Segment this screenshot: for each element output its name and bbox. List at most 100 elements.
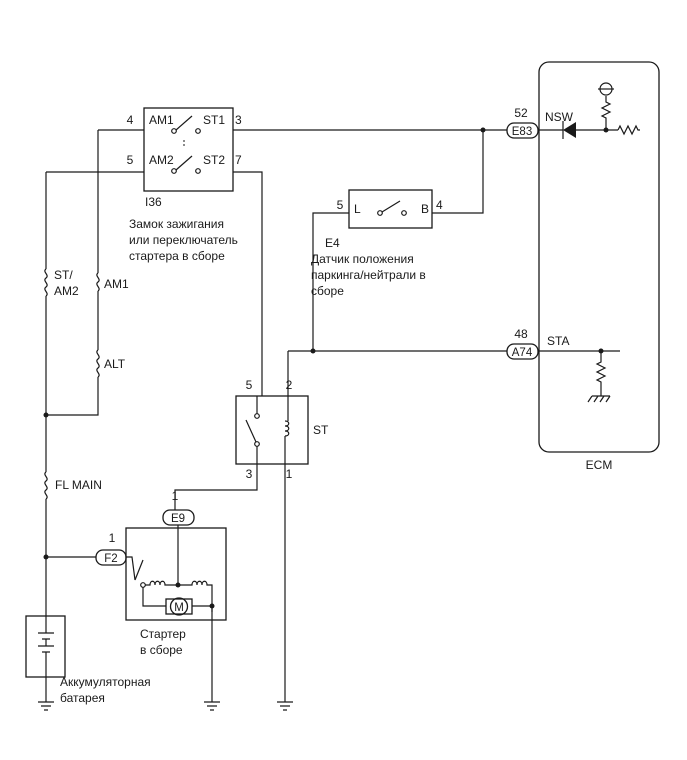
ign-label-st2: ST2 [203, 153, 225, 167]
st-contact [254, 413, 260, 419]
ground-icon [38, 677, 54, 711]
fuses: ST/ AM2 AM1 ALT FL MAIN [44, 268, 129, 500]
fuse-alt-label: ALT [104, 357, 126, 371]
ign-label-am2: AM2 [149, 153, 174, 167]
pn-contact [377, 210, 383, 216]
ecm-unit: ECM 52 E83 NSW 48 A74 STA [506, 61, 660, 472]
ignition-switch-box [143, 107, 234, 192]
junction [43, 554, 49, 560]
ign-pin-3: 3 [235, 113, 242, 127]
fuse-am1-label: AM1 [104, 277, 129, 291]
ign-pin-4: 4 [127, 113, 134, 127]
battery-icon [38, 616, 54, 677]
st-contact [254, 441, 260, 447]
pn-desc-3: сборе [311, 284, 344, 298]
battery: Аккумуляторная батарея [25, 615, 151, 705]
st-relay: 5 2 3 1 ST [235, 378, 329, 481]
ign-switch-blade [175, 115, 193, 131]
wires [38, 127, 507, 711]
fuse-fl-main-label: FL MAIN [55, 478, 102, 492]
fuse-am1-icon [96, 272, 100, 292]
ign-desc-1: Замок зажигания [129, 217, 224, 231]
wire-st2 [233, 171, 263, 396]
diode-icon [563, 122, 576, 138]
fuse-fl-main-icon [44, 471, 48, 500]
ign-desc-3: стартера в сборе [129, 249, 225, 263]
starter-contact [140, 582, 146, 588]
ign-contact [171, 128, 177, 134]
ign-pin-5: 5 [127, 153, 134, 167]
wire-pn-b [432, 130, 484, 214]
st-pin-3: 3 [246, 467, 253, 481]
junction [310, 348, 316, 354]
wire-am1-branch [46, 130, 99, 416]
starter-assembly: 1 E9 1 F2 M Стартер в сборе [95, 489, 227, 657]
pn-desc-1: Датчик положения [311, 252, 414, 266]
ecm-sta-label: STA [547, 334, 569, 348]
st-coil-icon [284, 420, 290, 437]
pn-label-l: L [354, 202, 361, 216]
wire-f2-internal [126, 556, 136, 581]
series-resistor-icon [617, 124, 640, 136]
ecm-sta-pin: 48 [514, 327, 528, 341]
ign-contact [171, 168, 177, 174]
st-pin-1: 1 [286, 467, 293, 481]
battery-desc-1: Аккумуляторная [60, 675, 151, 689]
starter-switch-blade [134, 559, 144, 581]
starter-desc-2: в сборе [140, 643, 183, 657]
wire-relay-3-e9 [174, 446, 258, 510]
connector-e83-label: E83 [512, 126, 532, 138]
ground-icon [204, 606, 220, 711]
ecm-label: ECM [586, 458, 613, 472]
junction [43, 412, 49, 418]
ign-pin-7: 7 [235, 153, 242, 167]
wire-pn-l [312, 212, 349, 351]
ign-label-am1: AM1 [149, 113, 174, 127]
fuse-st-am2-label-1: ST/ [54, 268, 73, 282]
st-relay-box [235, 395, 309, 465]
ecm-nsw-label: NSW [545, 110, 574, 124]
st-pin-2: 2 [286, 378, 293, 392]
st-relay-label: ST [313, 423, 329, 437]
pullup-resistor-icon [600, 96, 612, 130]
motor-wire-left [142, 587, 166, 607]
starter-desc-1: Стартер [140, 627, 186, 641]
park-neutral-switch: 5 L B 4 E4 Датчик положения паркинга/ней… [311, 189, 443, 298]
pn-label-b: B [421, 202, 429, 216]
ground-icon [277, 700, 293, 711]
pn-pin-4: 4 [436, 198, 443, 212]
pulldown-resistor-icon [595, 351, 607, 396]
ecm-ground-icon [587, 395, 611, 403]
pn-desc-2: паркинга/нейтрали в [311, 268, 426, 282]
pn-switch-blade [381, 200, 401, 213]
connector-e9-label: E9 [171, 513, 185, 525]
pn-contact [401, 210, 407, 216]
hold-in-coil-icon [178, 580, 213, 612]
connector-f2-label: F2 [104, 553, 117, 565]
pn-id: E4 [325, 236, 340, 250]
ecm-nsw-pin: 52 [514, 106, 528, 120]
ign-desc-2: или переключатель [129, 233, 238, 247]
ign-label-st1: ST1 [203, 113, 225, 127]
ecm-box [538, 61, 660, 453]
fuse-alt-icon [96, 349, 100, 378]
fuse-st-am2-label-2: AM2 [54, 284, 79, 298]
connector-a74-label: A74 [512, 347, 533, 359]
pn-pin-5: 5 [337, 198, 344, 212]
ign-contact [195, 168, 201, 174]
ign-contact [195, 128, 201, 134]
st-switch-blade [245, 419, 257, 443]
battery-desc-2: батарея [60, 691, 105, 705]
starter-junction [175, 582, 181, 588]
motor-icon [169, 597, 189, 616]
pull-in-coil-icon [145, 580, 178, 586]
ign-switch-blade [175, 155, 193, 171]
ign-id: I36 [145, 195, 162, 209]
starter-box [125, 527, 227, 621]
st-pin-5: 5 [246, 378, 253, 392]
pn-switch-box [348, 189, 433, 229]
starter-f2-pin: 1 [109, 531, 116, 545]
fuse-st-am2-icon [44, 268, 48, 297]
motor-label: M [174, 602, 184, 614]
